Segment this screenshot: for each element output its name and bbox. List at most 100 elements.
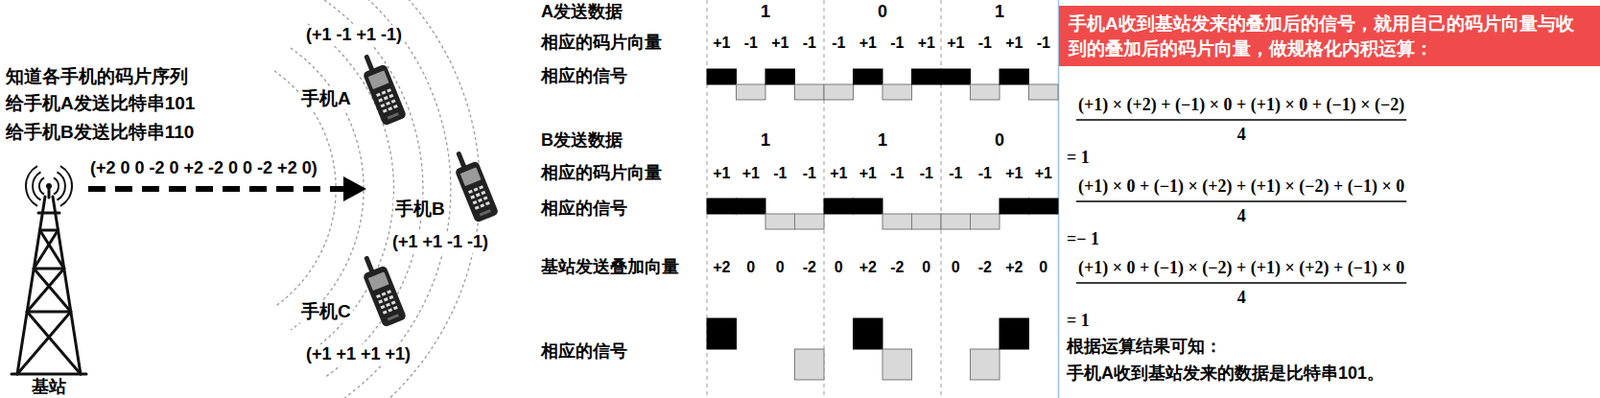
- chip-value: +1: [1005, 33, 1023, 52]
- data-bit: 1: [760, 130, 771, 152]
- signal-pulse: [795, 213, 825, 230]
- chip-value: 0: [776, 258, 785, 277]
- formula-numerator: (+1) × 0 + (−1) × (+2) + (+1) × (−2) + (…: [1078, 176, 1405, 198]
- fraction-bar: [1076, 118, 1407, 121]
- banner-box: 手机A收到基站发来的叠加后的信号，就用自己的码片向量与收到的叠加后的码片向量，做…: [1058, 5, 1600, 67]
- phone-icon: [448, 145, 500, 223]
- signal-pulse: [706, 69, 737, 85]
- chip-value: -1: [1036, 33, 1051, 52]
- signal-pulse: [706, 198, 737, 214]
- data-bit: 0: [994, 130, 1005, 152]
- chip-value: +1: [1035, 164, 1053, 183]
- signal-pulse: [999, 198, 1030, 214]
- signal-pulse: [1029, 198, 1059, 214]
- tower-symbol: [11, 186, 87, 375]
- row-label: B发送数据: [541, 130, 623, 152]
- chip-value: -1: [890, 33, 904, 52]
- signal-pulse: [706, 318, 737, 350]
- bit-dividers: [706, 0, 942, 398]
- formula-numerator: (+1) × 0 + (−1) × (−2) + (+1) × (+2) + (…: [1078, 258, 1405, 280]
- data-bit: 0: [877, 1, 888, 24]
- chip-value: -1: [978, 164, 992, 183]
- conclusion-text: 根据运算结果可知：: [1066, 336, 1223, 358]
- phone-name: 手机A: [299, 88, 353, 111]
- chip-sequence: (+1 +1 +1 +1): [304, 344, 413, 366]
- conclusion-text: 手机A收到基站发来的数据是比特串101。: [1066, 363, 1385, 385]
- signal-pulse: [941, 213, 971, 230]
- chip-value: +1: [829, 164, 848, 183]
- signal-wave: [706, 69, 1059, 100]
- signal-pulse: [999, 318, 1030, 350]
- formula-denominator: 4: [1237, 124, 1247, 146]
- note-text: 给手机B发送比特串110: [5, 121, 194, 144]
- signal-pulse: [882, 213, 913, 230]
- signal-wave: [706, 198, 1059, 230]
- dashed-arrow: [88, 176, 367, 202]
- signal-pulse: [882, 84, 913, 100]
- row-label: 相应的信号: [541, 198, 628, 220]
- chip-value: -2: [978, 258, 992, 277]
- row-label: A发送数据: [541, 1, 623, 24]
- signal-pulse: [795, 349, 825, 380]
- chip-value: -1: [802, 33, 817, 52]
- formula-result: =− 1: [1066, 229, 1100, 251]
- data-bit: 1: [877, 130, 888, 152]
- chip-value: +2: [1005, 258, 1023, 277]
- signal-pulse: [912, 69, 942, 85]
- row-label: 相应的码片向量: [541, 32, 662, 54]
- phone-name: 手机C: [299, 301, 353, 324]
- chip-value: 0: [746, 258, 755, 277]
- signal-pulse: [882, 349, 913, 380]
- note-text: 知道各手机的码片序列: [5, 66, 189, 89]
- chip-value: +2: [859, 258, 877, 277]
- chip-value: -1: [948, 164, 963, 183]
- signal-pulse: [765, 213, 796, 230]
- chip-value: -1: [831, 33, 846, 52]
- station-name: 基站: [31, 376, 67, 398]
- chip-value: 0: [834, 258, 844, 277]
- chip-value: +2: [712, 258, 730, 277]
- chip-value: +1: [712, 164, 730, 183]
- chip-value: +1: [712, 33, 730, 52]
- sum-vector: (+2 0 0 -2 0 +2 -2 0 0 -2 +2 0): [88, 158, 320, 180]
- signal-pulse: [853, 198, 884, 214]
- signal-pulse: [823, 84, 854, 100]
- signal-pulse: [823, 198, 854, 214]
- chip-value: 0: [951, 258, 961, 277]
- formula-result: = 1: [1066, 147, 1090, 169]
- chip-value: +1: [771, 33, 789, 52]
- radio-waves: [274, 0, 480, 398]
- data-bit: 1: [760, 1, 771, 24]
- chip-value: 0: [921, 258, 931, 277]
- signal-pulse: [853, 69, 884, 85]
- signal-pulse: [970, 349, 1001, 380]
- signal-pulse: [941, 69, 971, 85]
- row-label: 相应的码片向量: [541, 163, 662, 185]
- chip-sequence: (+1 -1 +1 -1): [304, 24, 404, 47]
- chip-value: -1: [890, 164, 904, 183]
- phone-name: 手机B: [393, 198, 448, 221]
- data-bit: 1: [994, 1, 1005, 24]
- signal-symbol: [25, 165, 72, 207]
- chip-value: -1: [802, 164, 817, 183]
- signal-pulse: [736, 198, 767, 214]
- note-text: 给手机A发送比特串101: [5, 93, 195, 116]
- signal-pulse: [970, 213, 1001, 230]
- row-label: 基站发送叠加向量: [541, 257, 680, 279]
- fraction-bar: [1076, 200, 1407, 203]
- signal-pulse: [1029, 84, 1059, 100]
- signal-pulse: [970, 84, 1001, 100]
- chip-value: +1: [859, 33, 877, 52]
- chip-value: +1: [917, 33, 936, 52]
- signal-pulse: [853, 318, 884, 350]
- row-label: 相应的信号: [541, 341, 628, 363]
- chip-value: -1: [773, 164, 787, 183]
- formula-denominator: 4: [1237, 206, 1247, 228]
- wave-arc: [356, 0, 480, 398]
- chip-value: -2: [890, 258, 904, 277]
- wave-arc: [340, 0, 451, 398]
- chip-value: 0: [1038, 258, 1048, 277]
- formula-result: = 1: [1066, 310, 1090, 332]
- signal-wave: [706, 318, 1030, 380]
